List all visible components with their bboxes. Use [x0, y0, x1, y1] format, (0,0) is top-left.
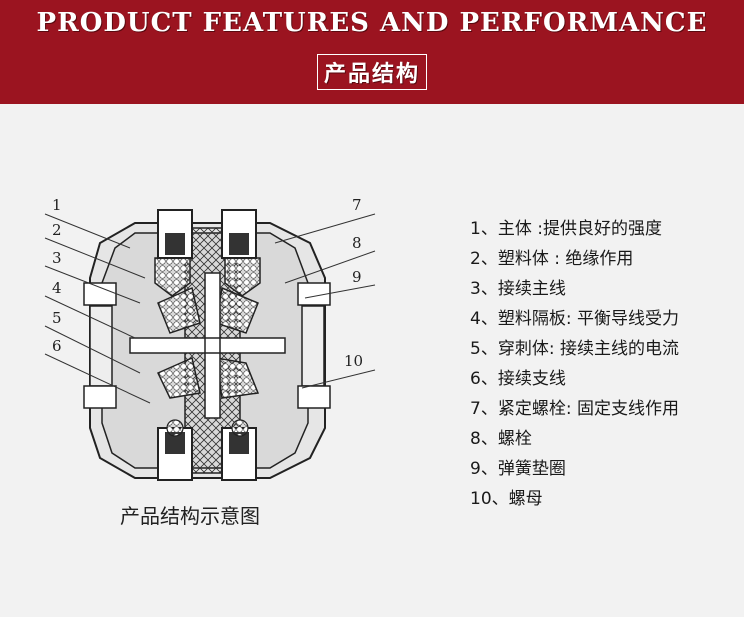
- diagram-caption: 产品结构示意图: [120, 504, 260, 528]
- legend-item: 5、穿刺体: 接续主线的电流: [470, 339, 679, 359]
- legend-item: 9、弹簧垫圈: [470, 459, 566, 479]
- callout-7: 7: [352, 196, 362, 214]
- callout-6: 6: [52, 337, 62, 355]
- product-structure-diagram: 1 2 3 4 5 6 7 8 9 10: [44, 196, 376, 481]
- legend-item: 6、接续支线: [470, 369, 566, 389]
- callout-lines: [44, 213, 376, 404]
- legend-item: 10、螺母: [470, 489, 543, 509]
- callout-3: 3: [52, 249, 62, 267]
- legend-item: 1、主体 :提供良好的强度: [470, 219, 662, 239]
- callout-10: 10: [344, 352, 363, 370]
- callout-2: 2: [52, 221, 62, 239]
- callout-8: 8: [352, 234, 362, 252]
- page-subtitle: 产品结构: [0, 54, 744, 90]
- parts-legend: 1、主体 :提供良好的强度 2、塑料体 : 绝缘作用 3、接续主线 4、塑料隔板…: [470, 214, 679, 514]
- callout-1: 1: [52, 196, 62, 214]
- bottom-bolts: [157, 427, 257, 481]
- legend-item: 7、紧定螺栓: 固定支线作用: [470, 399, 679, 419]
- callout-numbers: 1 2 3 4 5 6 7 8 9 10: [52, 196, 363, 370]
- conductors: [154, 257, 261, 437]
- header-banner: PRODUCT FEATURES AND PERFORMANCE 产品结构: [0, 0, 744, 104]
- legend-item: 3、接续主线: [470, 279, 566, 299]
- legend-item: 8、螺栓: [470, 429, 532, 449]
- legend-item: 2、塑料体 : 绝缘作用: [470, 249, 634, 269]
- page-title: PRODUCT FEATURES AND PERFORMANCE: [36, 8, 708, 38]
- legend-item: 4、塑料隔板: 平衡导线受力: [470, 309, 679, 329]
- subtitle-label: 产品结构: [316, 54, 427, 90]
- callout-5: 5: [52, 309, 62, 327]
- callout-9: 9: [352, 268, 362, 286]
- callout-4: 4: [52, 279, 62, 297]
- plastic-separator: [129, 272, 286, 419]
